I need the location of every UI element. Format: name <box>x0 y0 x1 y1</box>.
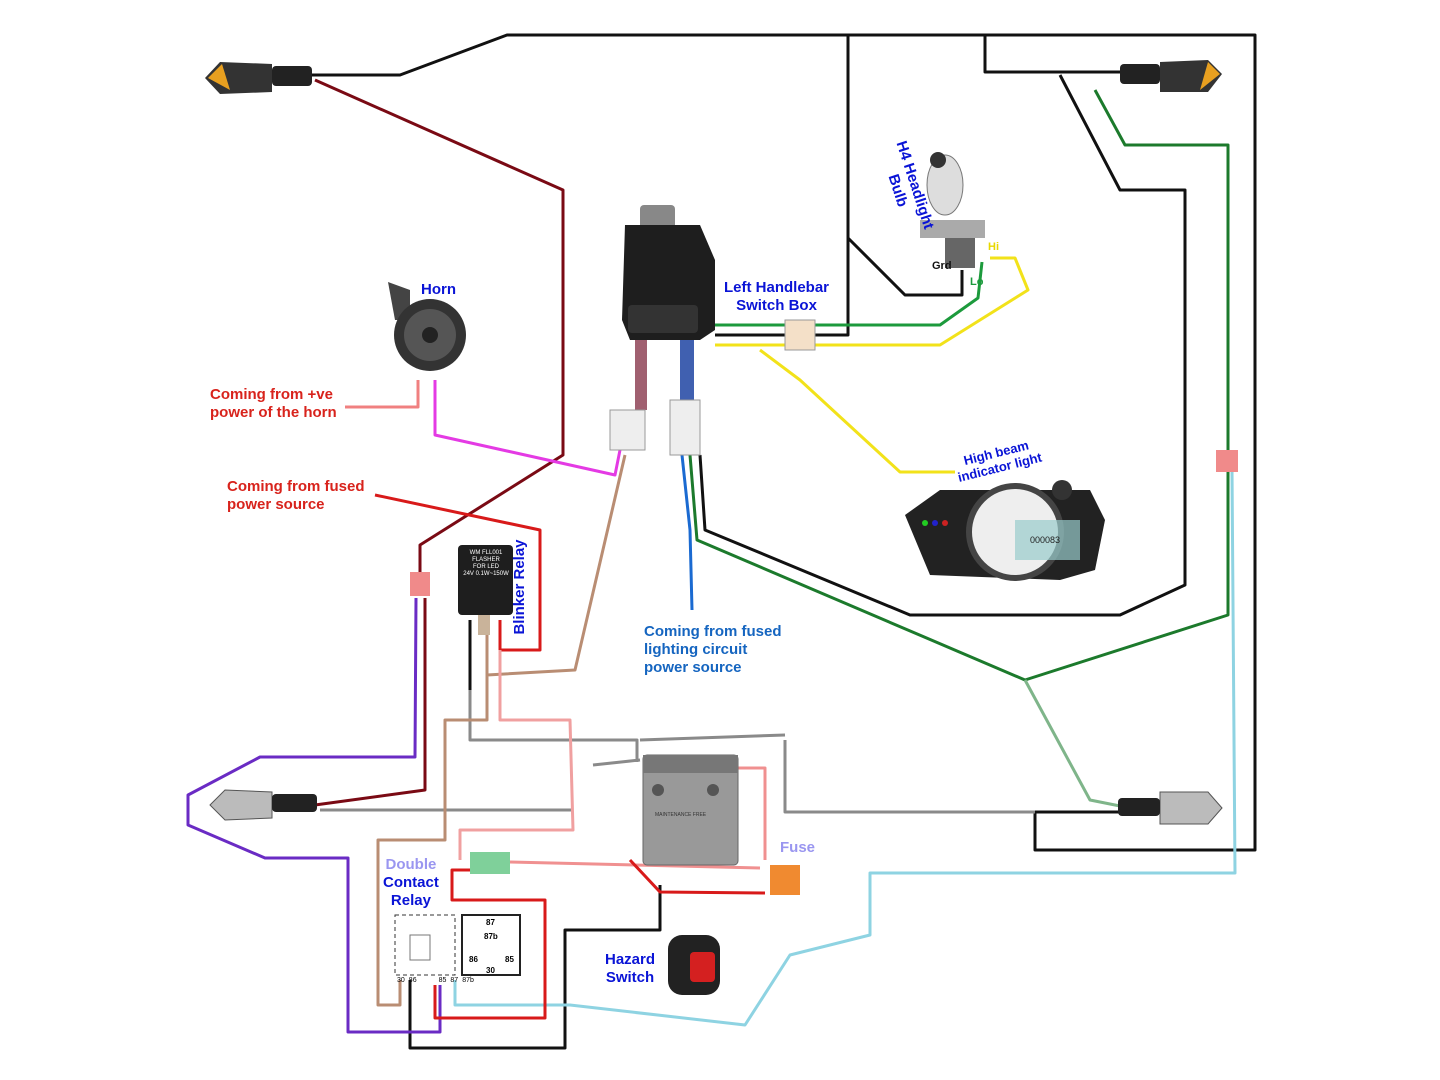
wire-dark-red <box>314 78 565 807</box>
connector-pink-right <box>1216 450 1238 472</box>
lighting-power-line1: Coming from fused <box>644 623 782 640</box>
horn-power-line1: Coming from +ve <box>210 386 333 403</box>
fused-power-line1: Coming from fused <box>227 478 365 495</box>
flasher-line4: 24V 0.1W~150W <box>463 571 509 577</box>
pin-87: 87 <box>450 977 459 984</box>
hazard-switch <box>668 935 720 995</box>
horn-power-line2: power of the horn <box>210 404 337 421</box>
flasher-text: WM FLL001 FLASHER FOR LED 24V 0.1W~150W <box>460 550 512 578</box>
wire-blue-lighting <box>680 454 694 611</box>
battery <box>642 754 739 866</box>
box-pin-30: 30 <box>486 966 495 975</box>
wire-black-right-signal <box>983 35 1120 74</box>
double-contact-relay <box>394 914 521 976</box>
flasher-line2: FLASHER <box>472 557 500 563</box>
box-pin-87: 87 <box>486 918 495 927</box>
wire-green <box>688 89 1230 682</box>
double-relay-line3: Relay <box>390 892 431 909</box>
wire-black-switch-ground <box>715 35 850 337</box>
wire-gray-battery <box>639 733 786 742</box>
double-relay-line2: Contact <box>383 874 439 891</box>
wire-black-top <box>310 33 1257 852</box>
connector-pink <box>410 572 430 596</box>
wire-black-headlight-ground <box>846 236 964 297</box>
box-pin-85: 85 <box>505 955 514 964</box>
wire-purple <box>186 597 442 1034</box>
hazard-line2: Switch <box>605 969 655 986</box>
pin-85: 85 <box>438 977 447 984</box>
wire-black-speedo <box>698 74 1187 617</box>
turn-signal-front-right <box>1120 60 1222 92</box>
flasher-line3: FOR LED <box>472 564 499 570</box>
horn-label: Horn <box>421 281 456 298</box>
relay-pinout-box: 87 87b 86 85 30 <box>462 915 520 975</box>
wire-pink-red <box>458 650 575 860</box>
wire-green-light <box>1023 679 1131 810</box>
blinker-relay <box>458 545 513 635</box>
connector-green <box>470 852 510 874</box>
blinker-relay-label: Blinker Relay <box>511 539 528 635</box>
switch-box-line2: Switch Box <box>736 297 817 314</box>
hazard-line1: Hazard <box>605 951 656 968</box>
grd-label: Grd <box>932 260 952 272</box>
battery-text: MAINTENANCE FREE <box>655 812 707 818</box>
turn-signal-rear-left <box>209 789 317 821</box>
hi-label: Hi <box>988 241 999 253</box>
wire-black-hazard <box>408 885 662 1050</box>
wire-yellow-hi <box>715 256 1030 347</box>
wire-yellow-indicator <box>759 348 955 474</box>
double-relay-line1: Double <box>385 856 437 873</box>
odometer: 000083 <box>1030 535 1061 545</box>
wire-light-blue <box>453 469 1237 1027</box>
wire-magenta-horn <box>433 380 622 477</box>
switch-box-line1: Left Handlebar <box>724 279 830 296</box>
fuse-label: Fuse <box>780 839 816 856</box>
handlebar-switch-box <box>609 205 816 456</box>
fuse <box>770 865 800 895</box>
fused-power-line2: power source <box>227 496 325 513</box>
wire-red-battery <box>628 858 766 895</box>
lighting-power-line2: lighting circuit <box>644 641 748 658</box>
flasher-brand: WM FLL001 <box>469 550 503 556</box>
turn-signal-rear-right <box>1118 791 1223 825</box>
wire-red-relay <box>433 868 547 1020</box>
speedometer-cluster <box>905 480 1105 581</box>
pin-87b: 87b <box>462 977 474 984</box>
horn <box>388 282 466 371</box>
box-pin-86: 86 <box>469 955 478 964</box>
wire-pink-horn-power <box>345 380 420 409</box>
turn-signal-front-left <box>205 62 312 94</box>
lo-label: Lo <box>970 276 984 288</box>
wire-green-headlight-lo <box>715 261 984 327</box>
wire-tan <box>376 454 627 1007</box>
wire-red-fused <box>374 493 542 652</box>
h4-headlight-bulb <box>920 152 985 268</box>
pin-30: 30 <box>397 977 405 984</box>
lighting-power-line3: power source <box>644 659 742 676</box>
box-pin-87b: 87b <box>484 932 498 941</box>
pin-86: 86 <box>408 977 417 984</box>
